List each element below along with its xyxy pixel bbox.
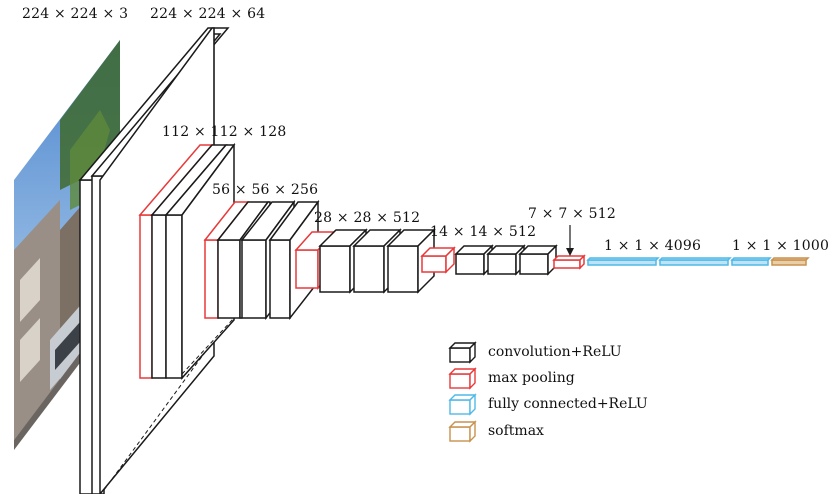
legend-conv-label: convolution+ReLU (488, 344, 622, 360)
label-conv1: 224 × 224 × 64 (150, 6, 265, 22)
legend-softmax-label: softmax (488, 423, 544, 439)
legend-conv-icon (450, 343, 475, 362)
legend-softmax-icon (450, 422, 475, 441)
label-conv4: 28 × 28 × 512 (314, 210, 420, 226)
label-conv2: 112 × 112 × 128 (162, 124, 286, 140)
softmax-block (772, 258, 808, 265)
fc-block (588, 258, 770, 265)
legend-fc-icon (450, 395, 475, 414)
label-fc8: 1 × 1 × 1000 (732, 238, 829, 254)
conv4-block (320, 230, 434, 292)
legend-pool-label: max pooling (488, 370, 575, 386)
label-input: 224 × 224 × 3 (22, 6, 128, 22)
label-fc67: 1 × 1 × 4096 (604, 238, 701, 254)
label-conv5: 14 × 14 × 512 (430, 224, 536, 240)
label-conv3: 56 × 56 × 256 (212, 182, 318, 198)
legend-fc-label: fully connected+ReLU (488, 396, 648, 412)
label-pool5: 7 × 7 × 512 (528, 206, 616, 222)
pool4-block (422, 248, 454, 272)
conv5-block (456, 246, 556, 274)
pool5-arrowhead (566, 248, 574, 256)
legend-pool-icon (450, 369, 475, 388)
pool5-block (554, 256, 584, 268)
